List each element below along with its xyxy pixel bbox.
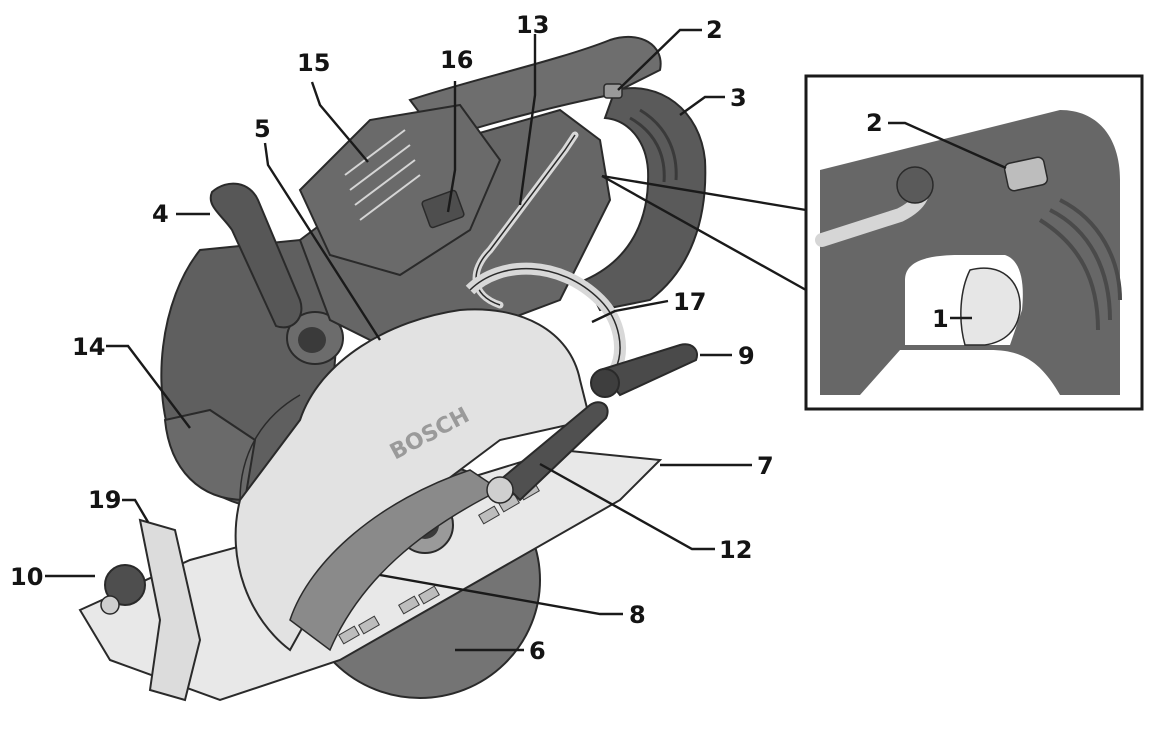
leader-lines <box>45 28 1007 652</box>
inset-detail <box>601 74 1144 411</box>
battery-charge-indicator <box>421 189 465 229</box>
leader-13 <box>518 34 537 206</box>
callout-6: 6 <box>529 637 546 665</box>
front-bracket <box>138 518 202 702</box>
battery-ribs <box>344 129 421 221</box>
auxiliary-handle <box>209 182 303 329</box>
leader-16 <box>446 81 457 213</box>
callout-10: 10 <box>10 563 43 591</box>
bevel-knob <box>104 564 146 606</box>
callout-numbers: 13 2 3 15 16 5 4 14 17 9 7 12 8 6 10 19 … <box>10 11 949 665</box>
leader-2-inset <box>888 121 1007 170</box>
callout-16: 16 <box>440 46 473 74</box>
callout-3: 3 <box>730 84 747 112</box>
depth-lever <box>598 343 698 397</box>
callout-1: 1 <box>932 305 949 333</box>
leader-2-main <box>617 28 702 91</box>
callout-19: 19 <box>88 486 121 514</box>
leader-15 <box>310 81 369 163</box>
callout-4: 4 <box>152 200 169 228</box>
callout-2-inset: 2 <box>866 109 883 137</box>
leader-12 <box>539 462 715 551</box>
saw-illustration: BOSCH <box>78 35 707 702</box>
inset-lock-off-button <box>1003 156 1049 192</box>
callout-12: 12 <box>719 536 752 564</box>
rear-handle-grip <box>583 87 707 312</box>
callout-9: 9 <box>738 342 755 370</box>
leader-17 <box>591 299 669 324</box>
leader-19 <box>122 498 150 523</box>
leader-14 <box>106 344 191 429</box>
callout-8: 8 <box>629 601 646 629</box>
callout-5: 5 <box>254 115 271 143</box>
inset-grip-texture <box>1038 198 1122 331</box>
inset-connector-top <box>601 174 807 212</box>
leader-8 <box>379 573 623 616</box>
leader-3 <box>679 95 725 116</box>
callout-15: 15 <box>297 49 330 77</box>
bevel-lever <box>498 401 609 502</box>
inset-trigger <box>960 267 1021 346</box>
callout-17: 17 <box>673 288 706 316</box>
callout-14: 14 <box>72 333 105 361</box>
callout-2-main: 2 <box>706 16 723 44</box>
leader-5 <box>263 142 382 341</box>
callout-13: 13 <box>516 11 549 39</box>
lock-off-button <box>603 83 623 99</box>
callout-7: 7 <box>757 452 774 480</box>
inset-connector-bottom <box>601 174 807 292</box>
